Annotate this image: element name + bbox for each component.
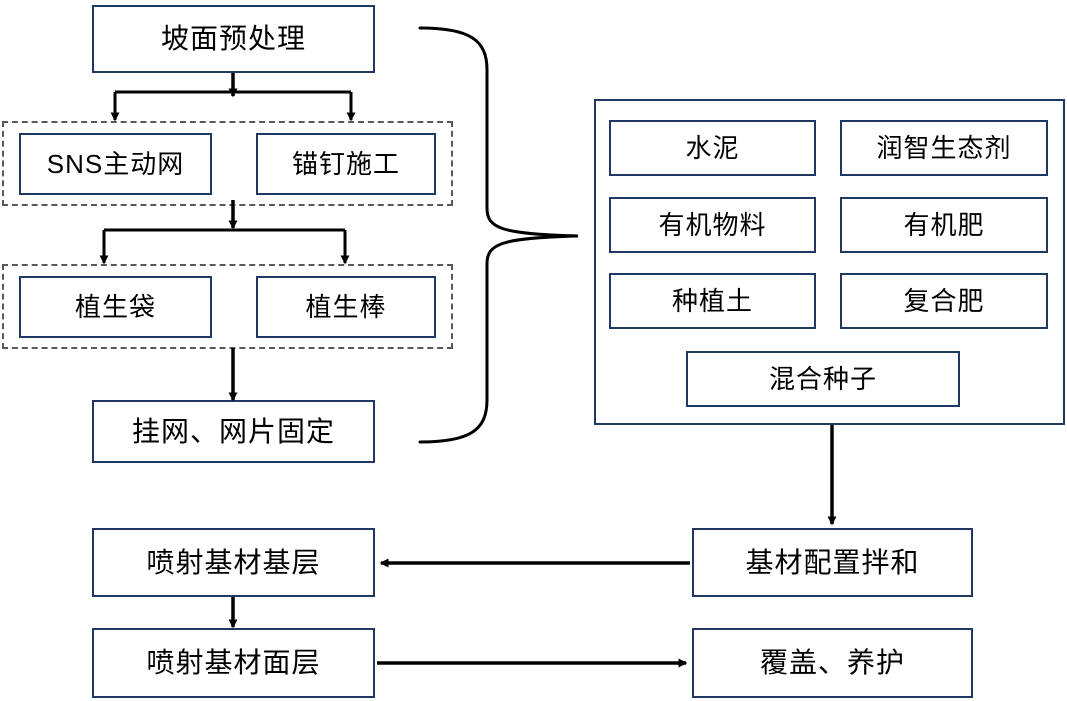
node-hang-net-fix[interactable]: 挂网、网片固定 — [92, 400, 375, 463]
node-label: 喷射基材面层 — [146, 647, 321, 678]
material-label: 有机肥 — [903, 210, 985, 240]
node-spray-base-layer[interactable]: 喷射基材基层 — [92, 528, 375, 597]
material-item-mixed-seeds[interactable]: 混合种子 — [686, 351, 960, 407]
node-label: SNS主动网 — [46, 149, 185, 179]
node-spray-surface-layer[interactable]: 喷射基材面层 — [92, 628, 375, 698]
brace-connector — [418, 26, 579, 444]
material-label: 混合种子 — [768, 364, 877, 394]
node-label: 基材配置拌和 — [745, 546, 920, 578]
edge-anchor-split — [99, 228, 350, 265]
material-label: 种植土 — [671, 286, 753, 316]
material-item-cement[interactable]: 水泥 — [609, 120, 816, 176]
material-label: 水泥 — [685, 133, 740, 163]
material-item-planting-soil[interactable]: 种植土 — [609, 273, 816, 329]
node-label: 喷射基材基层 — [146, 546, 321, 578]
node-label: 植生棒 — [305, 292, 387, 322]
material-item-organic-fertilizer[interactable]: 有机肥 — [840, 197, 1048, 253]
node-label: 坡面预处理 — [160, 23, 306, 54]
node-slope-pretreatment[interactable]: 坡面预处理 — [92, 5, 375, 73]
node-label: 挂网、网片固定 — [131, 415, 335, 447]
material-label: 润智生态剂 — [876, 133, 1012, 163]
node-anchor-construction[interactable]: 锚钉施工 — [256, 133, 436, 195]
node-sns-active-net[interactable]: SNS主动网 — [19, 133, 212, 195]
node-base-mix-blend[interactable]: 基材配置拌和 — [692, 528, 973, 597]
material-label: 复合肥 — [903, 286, 985, 316]
material-item-runzhi-eco-agent[interactable]: 润智生态剂 — [840, 120, 1048, 176]
node-label: 锚钉施工 — [291, 149, 400, 179]
node-label: 植生袋 — [74, 292, 156, 322]
material-item-organic-material[interactable]: 有机物料 — [609, 197, 816, 253]
edge-pretreat-split — [110, 90, 356, 122]
material-label: 有机物料 — [658, 210, 767, 240]
node-label: 覆盖、养护 — [759, 647, 905, 678]
node-vegetation-stick[interactable]: 植生棒 — [256, 276, 436, 338]
node-vegetation-bag[interactable]: 植生袋 — [19, 276, 212, 338]
node-cover-maintenance[interactable]: 覆盖、养护 — [692, 628, 973, 698]
material-item-compound-fertilizer[interactable]: 复合肥 — [840, 273, 1048, 329]
